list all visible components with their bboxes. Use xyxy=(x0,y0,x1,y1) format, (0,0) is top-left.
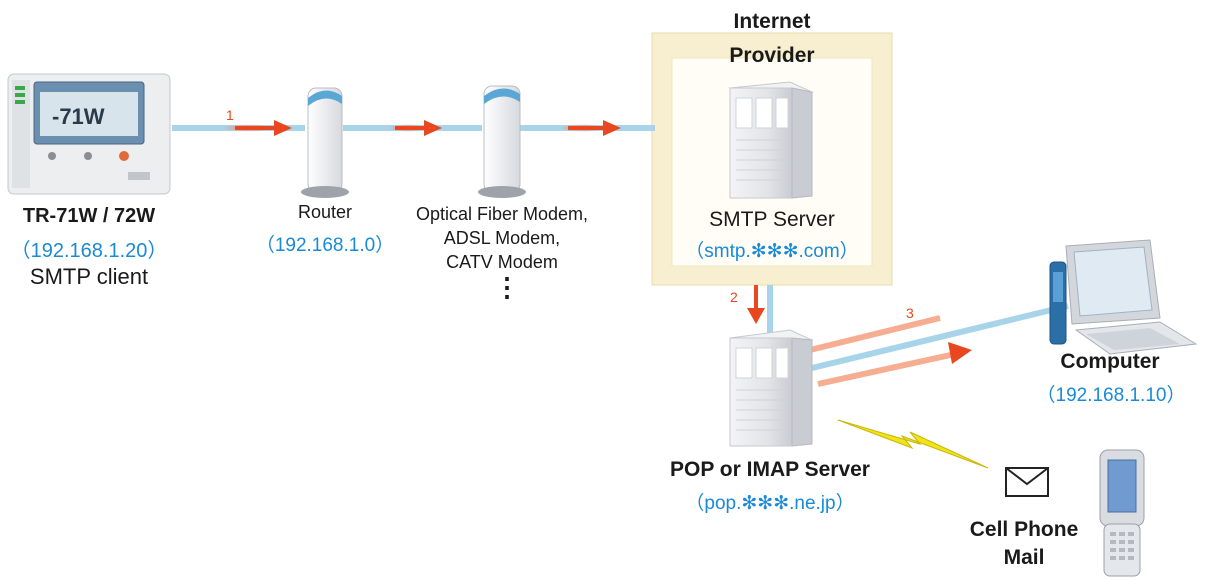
pop-server-label: POP or IMAP Server xyxy=(670,458,870,481)
smtp-server-label: SMTP Server xyxy=(709,208,835,231)
router-device xyxy=(301,87,349,198)
cell-phone-label-line-2: Mail xyxy=(1003,546,1045,569)
cell-phone-device xyxy=(1099,449,1145,577)
pop-server-host: （pop.✻✻✻.ne.jp） xyxy=(685,493,855,514)
device-role-label: SMTP client xyxy=(29,264,149,289)
computer-label: Computer xyxy=(1060,350,1160,373)
modem-label-line-1: Optical Fiber Modem, xyxy=(415,204,589,224)
arrow-step-2b xyxy=(560,120,621,136)
computer-device xyxy=(1049,239,1198,355)
provider-title-line-2: Provider xyxy=(729,44,815,67)
provider-title-line-1: Internet xyxy=(733,10,811,33)
smtp-server-device xyxy=(728,81,814,199)
modem-more-ellipsis: ⋮ xyxy=(494,272,520,302)
router-label: Router xyxy=(297,202,353,222)
wireless-lightning xyxy=(837,419,989,469)
svg-text:2: 2 xyxy=(730,289,738,305)
modem-label-line-3: CATV Modem xyxy=(446,252,558,272)
device-model-label: TR-71W / 72W xyxy=(22,205,156,227)
device-ip-label: （192.168.1.20） xyxy=(10,240,168,262)
mail-envelope-icon xyxy=(1005,467,1049,497)
smtp-server-host: （smtp.✻✻✻.com） xyxy=(685,241,859,262)
svg-text:-71W: -71W xyxy=(52,104,105,129)
modem-device xyxy=(478,85,526,198)
cable-pop-computer xyxy=(811,303,1069,371)
modem-label-line-2: ADSL Modem, xyxy=(443,228,561,248)
arrow-step-1: 1 xyxy=(222,107,292,136)
arrow-step-pop-to-computer: 3 xyxy=(809,305,972,387)
computer-ip-label: （192.168.1.10） xyxy=(1036,385,1186,406)
data-flow-arrows: 1 2 3 xyxy=(222,107,972,387)
cell-phone-label-line-1: Cell Phone xyxy=(969,518,1079,541)
thermo-recorder-device: -71W xyxy=(7,73,171,195)
arrow-step-smtp-to-pop: 2 xyxy=(730,285,765,324)
svg-text:1: 1 xyxy=(226,107,234,123)
arrow-step-2a xyxy=(388,120,442,136)
router-ip-label: （192.168.1.0） xyxy=(255,235,395,256)
pop-server-device xyxy=(729,329,814,447)
svg-text:3: 3 xyxy=(906,305,914,321)
